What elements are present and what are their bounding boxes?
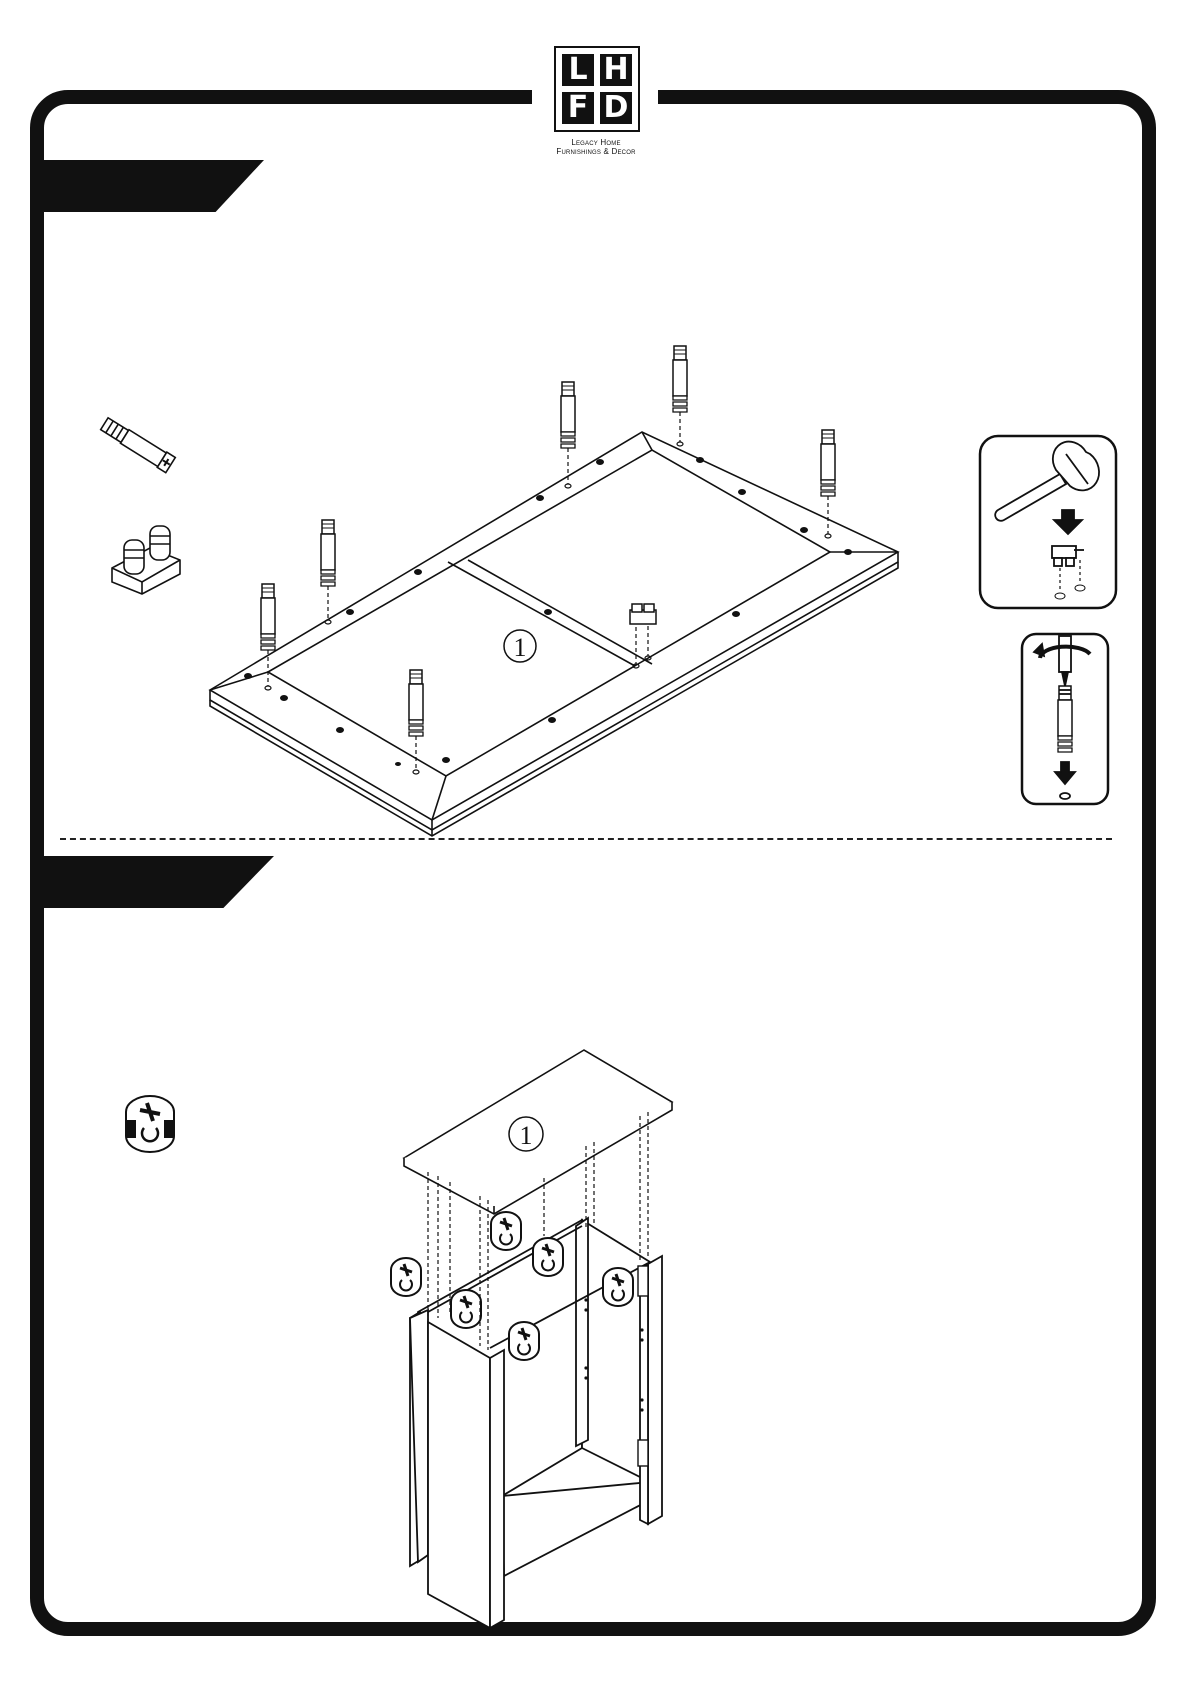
part-number-marker: 1 <box>509 1117 543 1151</box>
part-number-marker: 1 <box>504 630 536 662</box>
cam-lock-icon <box>126 1096 174 1152</box>
part-number: 1 <box>514 633 527 662</box>
part-number: 1 <box>520 1121 533 1150</box>
screwdriver-inset <box>1022 634 1108 804</box>
plastic-pin-icon <box>112 526 180 594</box>
cam-bolt-icon <box>100 416 176 473</box>
hammer-inset <box>980 436 1116 608</box>
top-panel-underside <box>210 432 898 836</box>
